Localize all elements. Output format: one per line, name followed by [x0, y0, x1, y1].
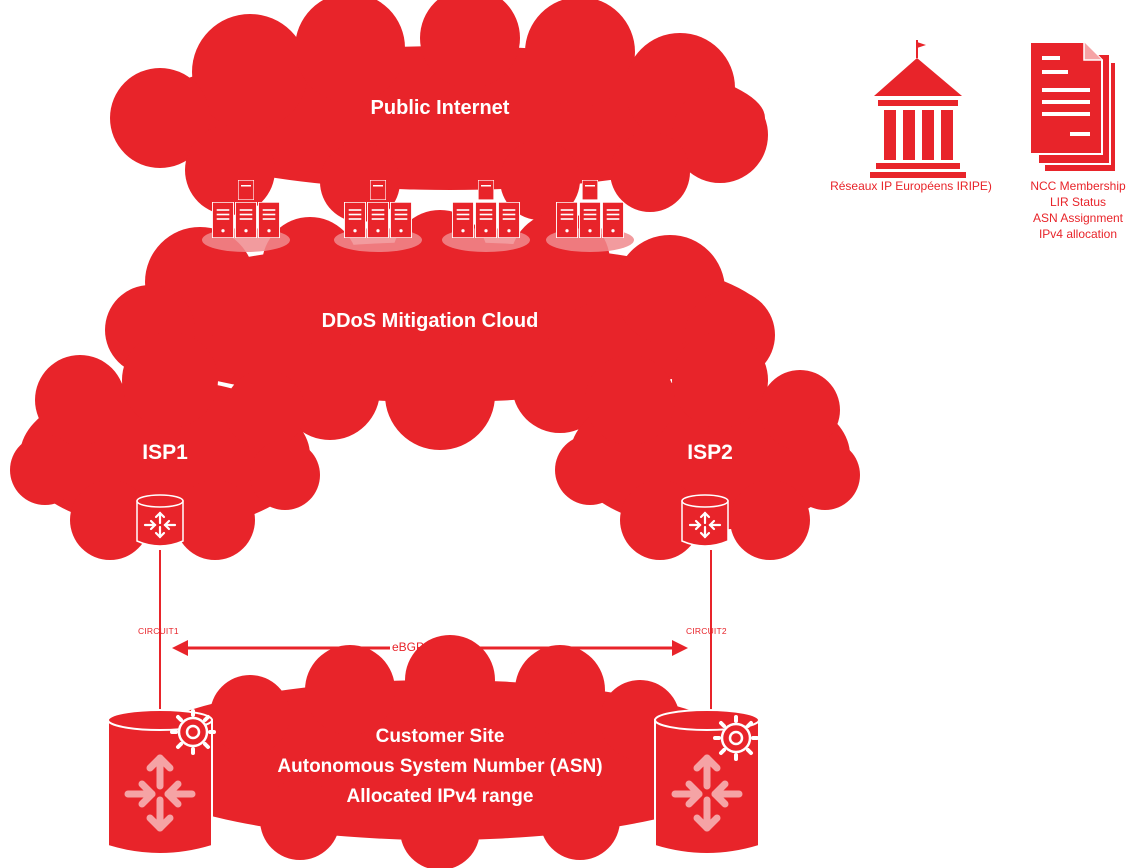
ebgp4-label: eBGP4 — [392, 640, 431, 654]
building-icon — [870, 40, 966, 178]
router-icon — [681, 494, 729, 547]
server-cluster-icon — [546, 180, 634, 252]
circuit2-label: CIRCUIT2 — [686, 626, 727, 636]
circuit1-label: CIRCUIT1 — [138, 626, 179, 636]
server-cluster-icon — [202, 180, 290, 252]
registry-items-list: NCC Membership LIR Status ASN Assignment… — [1014, 178, 1142, 242]
ripe-label: Réseaux IP Européens IRIPE) — [830, 179, 992, 193]
isp2-label: ISP2 — [687, 441, 733, 464]
ddos-cloud-label: DDoS Mitigation Cloud — [321, 310, 539, 332]
public-internet-label: Public Internet — [370, 97, 510, 119]
registry-item: LIR Status — [1049, 195, 1107, 209]
registry-item: IPv4 allocation — [1038, 227, 1118, 241]
document-icon — [1029, 41, 1117, 173]
ddos-mitigation-cloud — [105, 210, 775, 450]
gear-icon — [170, 709, 216, 755]
server-cluster-icon — [442, 180, 530, 252]
customer-site-asn: Autonomous System Number (ASN) — [277, 756, 603, 777]
customer-site-title: Customer Site — [375, 726, 505, 747]
isp1-label: ISP1 — [142, 441, 188, 464]
ebgp4-arrow — [172, 640, 688, 656]
public-internet-cloud — [110, 0, 768, 222]
gear-icon — [713, 715, 759, 761]
registry-item: ASN Assignment — [1032, 211, 1124, 225]
router-icon — [136, 494, 184, 547]
customer-site-ipv4: Allocated IPv4 range — [346, 786, 534, 807]
isp2-cloud — [555, 332, 860, 560]
registry-item: NCC Membership — [1030, 179, 1126, 193]
isp1-cloud — [10, 332, 320, 560]
server-cluster-icon — [334, 180, 422, 252]
